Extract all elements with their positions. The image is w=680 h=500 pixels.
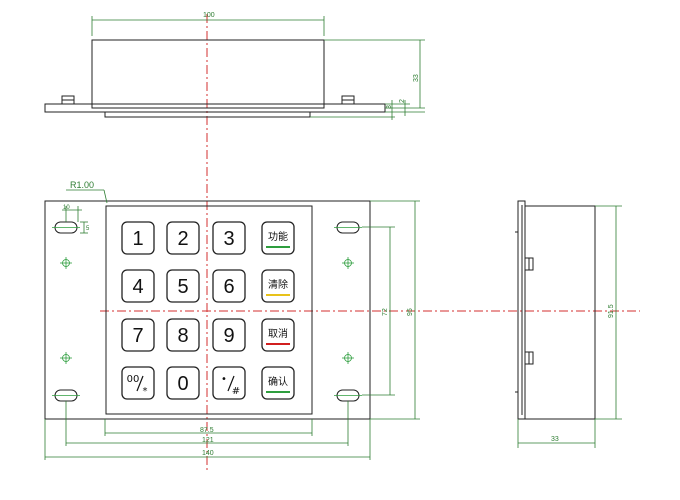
- key-label: 4: [132, 276, 143, 298]
- key-label-main: •: [221, 374, 227, 385]
- key-cap[interactable]: [166, 269, 200, 303]
- top-view: [44, 39, 386, 118]
- key-cap[interactable]: [212, 366, 246, 400]
- key-label: 5: [177, 276, 188, 298]
- key-label: 取消: [268, 327, 288, 340]
- key-label-main: 00: [127, 374, 140, 385]
- key-button[interactable]: •#: [212, 366, 246, 400]
- dim-total-width: 140: [202, 450, 214, 457]
- top-body: [91, 39, 325, 109]
- key-button[interactable]: 2: [166, 221, 200, 255]
- key-button[interactable]: 5: [166, 269, 200, 303]
- key-label: 0: [177, 373, 188, 395]
- key-label-sub: #: [232, 386, 240, 397]
- key-cap[interactable]: [212, 318, 246, 352]
- key-cap[interactable]: [166, 221, 200, 255]
- key-slash: [136, 375, 144, 392]
- key-cap[interactable]: [121, 318, 155, 352]
- top-view-dimensions: [91, 16, 425, 120]
- key-cap[interactable]: [212, 221, 246, 255]
- dim-hole-spacing-y: 72: [382, 308, 389, 316]
- key-label: 6: [223, 276, 234, 298]
- dim-radius: R1.00: [70, 180, 94, 190]
- dim-hole-spacing-x: 121: [202, 437, 214, 444]
- dim-top-height: 33: [413, 74, 420, 82]
- key-cap[interactable]: [121, 366, 155, 400]
- dim-top-flange-2: 2: [399, 99, 406, 103]
- key-function[interactable]: 功能: [261, 221, 295, 255]
- dim-side-depth: 33: [551, 436, 559, 443]
- key-button[interactable]: 6: [212, 269, 246, 303]
- key-label-sub: *: [143, 386, 148, 397]
- dim-top-flange-3: 3: [386, 105, 393, 109]
- key-button[interactable]: 0: [166, 366, 200, 400]
- key-button[interactable]: 1: [121, 221, 155, 255]
- key-button[interactable]: 00*: [121, 366, 155, 400]
- key-function[interactable]: 确认: [261, 366, 295, 400]
- key-label: 1: [132, 228, 143, 250]
- key-button[interactable]: 8: [166, 318, 200, 352]
- side-view-dimensions: [517, 205, 622, 448]
- key-cap[interactable]: [212, 269, 246, 303]
- key-button[interactable]: 3: [212, 221, 246, 255]
- front-plate: [44, 200, 371, 420]
- key-cap[interactable]: [166, 318, 200, 352]
- dim-hole-offset-y: 5: [86, 226, 90, 232]
- side-view: [515, 200, 596, 420]
- side-body: [524, 205, 596, 420]
- side-flange: [517, 200, 526, 420]
- mount-marks: [52, 227, 362, 396]
- dim-hole-offset-x: 10: [63, 205, 70, 211]
- dim-top-width: 100: [203, 12, 215, 19]
- top-bottom-lip: [104, 111, 311, 118]
- key-label: 9: [223, 325, 234, 347]
- key-function[interactable]: 取消: [261, 318, 295, 352]
- key-label: 7: [132, 325, 143, 347]
- key-button[interactable]: 9: [212, 318, 246, 352]
- key-slash: [227, 375, 235, 392]
- front-view-dimensions: [44, 189, 420, 460]
- key-label: 2: [177, 228, 188, 250]
- dim-pitch-inner: 87.5: [200, 427, 214, 434]
- key-label: 8: [177, 325, 188, 347]
- key-label: 清除: [268, 278, 288, 291]
- key-label: 功能: [268, 230, 288, 243]
- key-cap[interactable]: [166, 366, 200, 400]
- dim-side-height: 91.5: [608, 304, 615, 318]
- key-label: 3: [223, 228, 234, 250]
- dim-total-height: 95: [407, 308, 414, 316]
- key-label: 确认: [268, 375, 288, 388]
- key-function[interactable]: 清除: [261, 269, 295, 303]
- key-cap[interactable]: [121, 221, 155, 255]
- keypad-area: [105, 205, 313, 415]
- key-button[interactable]: 4: [121, 269, 155, 303]
- key-button[interactable]: 7: [121, 318, 155, 352]
- key-cap[interactable]: [121, 269, 155, 303]
